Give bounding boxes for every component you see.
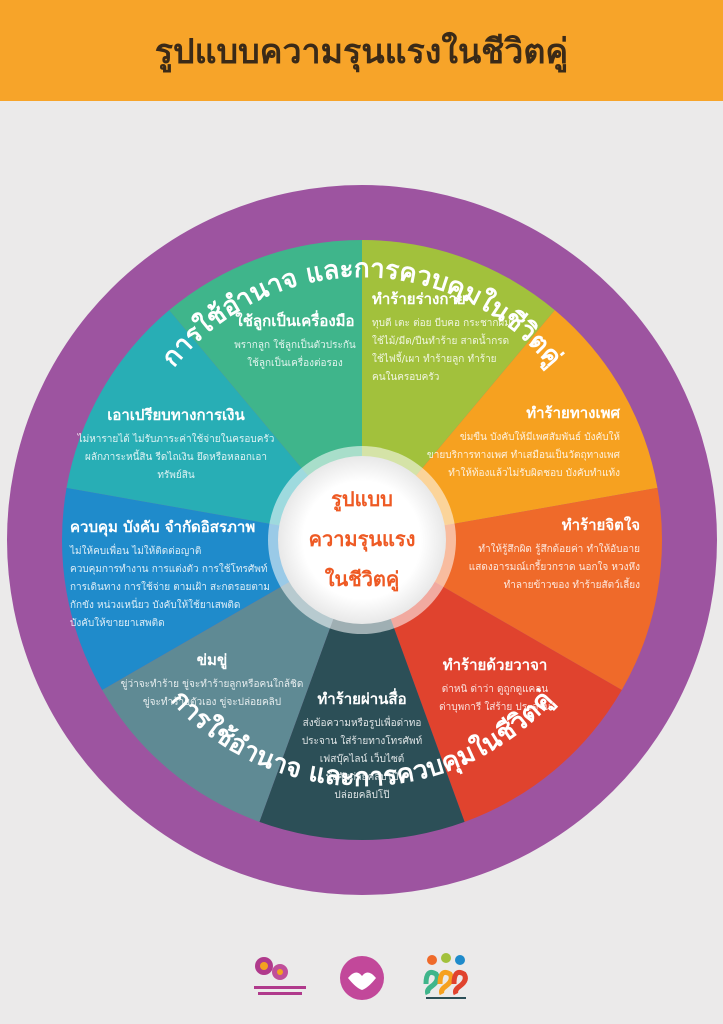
segment-desc-4-4: ปล่อยคลิปโป๊ [334, 788, 389, 801]
segment-title-8: ใช้ลูกเป็นเครื่องมือ [235, 310, 354, 331]
segment-desc-6-1: ควบคุมการทำงาน การแต่งตัว การใช้โทรศัพท์ [70, 562, 267, 575]
segment-desc-6-3: กักขัง หน่วงเหนี่ยว บังคับให้ใช้ยาเสพติด [70, 597, 240, 611]
segment-4 [259, 540, 465, 840]
segment-desc-5-0: ขู่ว่าจะทำร้าย ขู่จะทำร้ายลูกหรือคนใกล้ช… [121, 678, 304, 690]
segment-desc-2-1: แสดงอารมณ์เกรี้ยวกราด นอกใจ หวงหึง [469, 559, 640, 573]
center-line-3: ในชีวิตคู่ [325, 567, 400, 593]
segment-desc-0-3: คนในครอบครัว [372, 371, 439, 383]
segment-desc-4-0: ส่งข้อความหรือรูปเพื่อด่าทอ [303, 715, 422, 729]
segment-desc-1-2: ทำให้ท้องแล้วไม่รับผิดชอบ บังคับทำแท้ง [448, 467, 620, 479]
segment-desc-4-1: ประจาน ใส่ร้ายทางโทรศัพท์ [302, 734, 422, 747]
segment-desc-2-0: ทำให้รู้สึกผิด รู้สึกด้อยค่า ทำให้อับอาย [478, 543, 640, 555]
segment-title-4: ทำร้ายผ่านสื่อ [317, 688, 406, 708]
segment-desc-7-0: ไม่หารายได้ ไม่รับภาระค่าใช้จ่ายในครอบคร… [77, 433, 275, 445]
segment-title-7: เอาเปรียบทางการเงิน [107, 406, 245, 424]
segment-desc-3-0: ด่าหนิ ด่าว่า ดูถูกดูแคลน [442, 684, 549, 695]
segment-title-6: ควบคุม บังคับ จำกัดอิสรภาพ [70, 518, 255, 537]
segment-desc-4-3: บังคับถ่ายคลิปโป๊ [326, 770, 399, 783]
segment-3 [362, 540, 622, 822]
segment-desc-6-0: ไม่ให้คบเพื่อน ไม่ให้ติดต่อญาติ [69, 543, 201, 557]
segments-group [61, 240, 662, 840]
segment-desc-3-1: ด่าบุพการี ใส่ร้าย ประจาน [439, 701, 551, 713]
segment-title-3: ทำร้ายด้วยวาจา [443, 656, 548, 674]
page-title: รูปแบบความรุนแรงในชีวิตคู่ [154, 31, 569, 72]
center-circle [278, 456, 446, 624]
segment-desc-2-2: ทำลายข้าวของ ทำร้ายสัตว์เลี้ยง [504, 577, 640, 591]
segment-desc-6-4: บังคับให้ขายยาเสพติด [70, 617, 165, 629]
segment-desc-4-2: เฟสบุ๊คไลน์ เว็บไซต์ [320, 751, 405, 765]
segment-title-5: ข่มขู่ [197, 651, 227, 670]
center-label: รูปแบบ ความรุนแรง ในชีวิตคู่ [309, 487, 416, 593]
header-banner: รูปแบบความรุนแรงในชีวิตคู่ [0, 0, 723, 101]
segment-desc-0-0: ทุบตี เตะ ต่อย บีบคอ กระชากผม [372, 317, 511, 329]
footer-logos [0, 940, 723, 1024]
segment-desc-1-1: ขายบริการทางเพศ ทำเสมือนเป็นวัตถุทางเพศ [427, 447, 621, 461]
segment-desc-8-0: พรากลูก ใช้ลูกเป็นตัวประกัน [234, 337, 356, 351]
segment-desc-8-1: ใช้ลูกเป็นเครื่องต่อรอง [247, 355, 343, 369]
segment-desc-6-2: การเดินทาง การใช้จ่าย ตามเฝ้า สะกดรอยตาม [70, 581, 270, 593]
segment-desc-7-2: ทรัพย์สิน [157, 469, 195, 481]
center-line-2: ความรุนแรง [309, 527, 416, 552]
segment-title-2: ทำร้ายจิตใจ [562, 516, 640, 534]
segment-title-1: ทำร้ายทางเพศ [526, 404, 620, 422]
segment-desc-7-1: ผลักภาระหนี้สิน รีดไถเงิน ยึดหรือหลอกเอา [85, 449, 267, 463]
segment-desc-5-1: ขู่จะทำร้ายตัวเอง ขู่จะปล่อยคลิป [143, 696, 281, 708]
women-foundation-logo [254, 957, 306, 995]
segment-desc-0-1: ใช้ไม้/มีด/ปืนทำร้าย สาดน้ำกรด [372, 333, 509, 347]
thaihealth-logo [423, 953, 468, 999]
segment-desc-1-0: ข่มขืน บังคับให้มีเพศสัมพันธ์ บังคับให้ [460, 431, 620, 443]
segment-title-0: ทำร้ายร่างกาย [372, 290, 466, 308]
center-line-1: รูปแบบ [331, 487, 393, 513]
segment-desc-0-2: ใช้ไฟจี้/เผา ทำร้ายลูก ทำร้าย [372, 351, 497, 365]
hands-heart-logo [340, 956, 384, 1000]
segment-5 [102, 540, 362, 822]
